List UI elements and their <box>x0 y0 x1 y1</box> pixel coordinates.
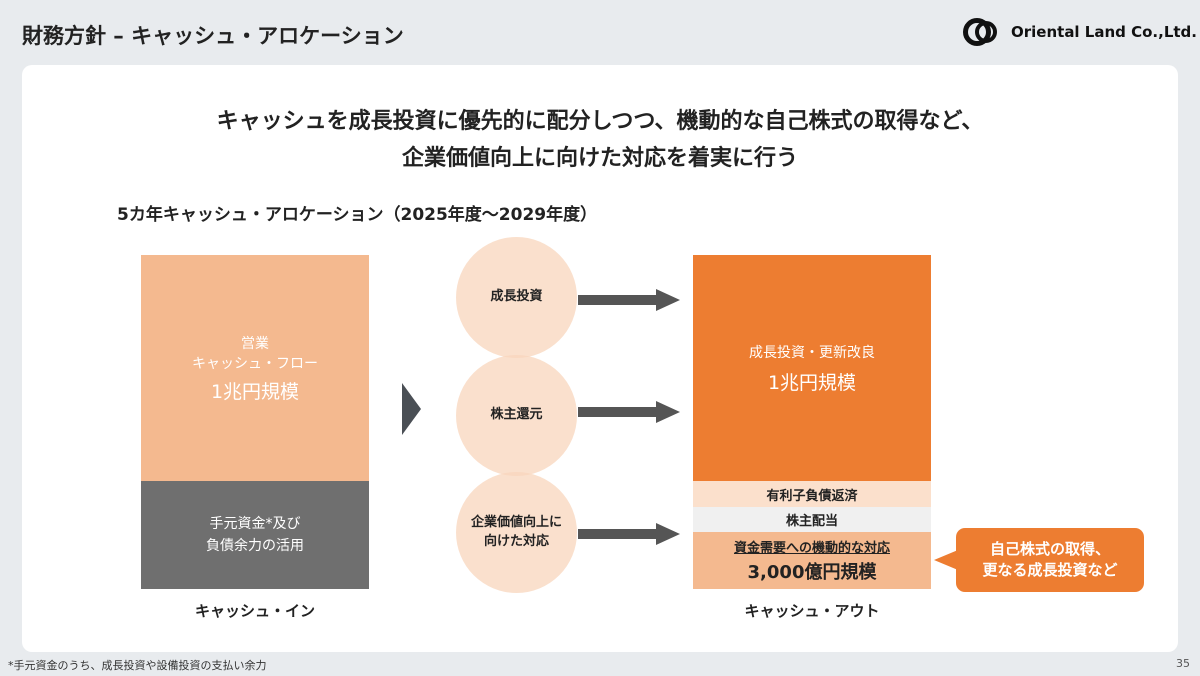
flex-label: 資金需要への機動的な対応 <box>733 541 890 556</box>
dividend-label: 株主配当 <box>785 514 838 529</box>
ocf-amount: 1兆円規模 <box>210 380 300 403</box>
growth-label: 成長投資・更新改良 <box>749 344 875 361</box>
flow-arrow-icon <box>402 383 421 435</box>
headline-line2: 企業価値向上に向けた対応を着実に行う <box>401 146 798 171</box>
flex-amount: 3,000億円規模 <box>747 562 877 583</box>
circle-growth-investment: 成長投資 <box>456 237 577 358</box>
ocf-line1: 営業 <box>241 335 269 352</box>
right-arrow-icon <box>578 401 680 423</box>
cash-in-label: キャッシュ・イン <box>194 602 315 620</box>
company-logo: Oriental Land Co.,Ltd. <box>963 18 1197 46</box>
funds-line2: 負債余力の活用 <box>206 538 304 554</box>
right-arrow-icon <box>578 523 680 545</box>
headline-line1: キャッシュを成長投資に優先的に配分しつつ、機動的な自己株式の取得など、 <box>216 109 984 134</box>
callout-line2: 更なる成長投資など <box>982 561 1118 579</box>
logo-text: Oriental Land Co.,Ltd. <box>1011 23 1197 41</box>
operating-cash-flow-block: 営業 キャッシュ・フロー 1兆円規模 <box>141 255 369 481</box>
circle-corporate-value: 企業価値向上に向けた対応 <box>456 472 577 593</box>
funds-line1: 手元資金*及び <box>209 515 301 532</box>
growth-investment-block: 成長投資・更新改良 1兆円規模 <box>693 255 931 481</box>
circle-label: 向けた対応 <box>483 533 549 549</box>
growth-amount: 1兆円規模 <box>767 371 857 394</box>
circle-label: 企業価値向上に <box>470 515 562 531</box>
circle-label: 株主還元 <box>490 407 543 423</box>
dividend-block: 株主配当 <box>693 507 931 532</box>
flexible-response-block: 資金需要への機動的な対応 3,000億円規模 <box>693 532 931 589</box>
cash-out-label: キャッシュ・アウト <box>744 602 880 620</box>
circle-shareholder-return: 株主還元 <box>456 355 577 476</box>
ocf-line2: キャッシュ・フロー <box>192 355 318 372</box>
footnote: *手元資金のうち、成長投資や設備投資の支払い余力 <box>8 659 267 672</box>
right-arrow-icon <box>578 289 680 311</box>
circle-label: 成長投資 <box>490 289 543 305</box>
funds-block: 手元資金*及び 負債余力の活用 <box>141 481 369 589</box>
callout-bubble: 自己株式の取得、 更なる成長投資など <box>956 528 1144 592</box>
chart-subtitle: 5カ年キャッシュ・アロケーション（2025年度～2029年度） <box>117 205 598 225</box>
debt-repayment-block: 有利子負債返済 <box>693 481 931 507</box>
page-number: 35 <box>1176 657 1190 670</box>
callout-line1: 自己株式の取得、 <box>989 540 1110 558</box>
callout-pointer <box>934 550 958 570</box>
logo-mark-icon <box>963 18 1003 46</box>
slide-title: 財務方針 – キャッシュ・アロケーション <box>22 24 404 48</box>
debt-label: 有利子負債返済 <box>766 488 858 504</box>
